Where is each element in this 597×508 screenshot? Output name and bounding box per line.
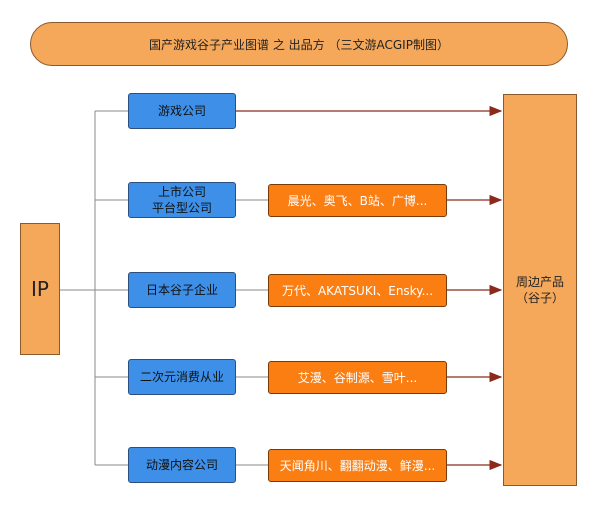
ip-node: IP: [20, 223, 60, 355]
branch-node-anime-content: 动漫内容公司: [128, 447, 236, 483]
sink-line-1: 周边产品: [515, 275, 564, 289]
branch-node-game-company: 游戏公司: [128, 93, 236, 129]
sink-line-2: （谷子）: [515, 291, 564, 305]
detail-node-japan-goods: 万代、AKATSUKI、Ensky...: [268, 274, 447, 307]
detail-node-listed-company: 晨光、奥飞、B站、广博...: [268, 184, 447, 217]
branch-node-acg-consumer: 二次元消费从业: [128, 359, 236, 395]
detail-node-acg-consumer: 艾漫、谷制源、雪叶...: [268, 361, 447, 394]
diagram-title: 国产游戏谷子产业图谱 之 出品方 （三文游ACGIP制图）: [30, 22, 568, 66]
detail-node-anime-content: 天闻角川、翻翻动漫、鲜漫...: [268, 449, 447, 482]
branch-node-listed-company: 上市公司 平台型公司: [128, 182, 236, 218]
sink-node-merchandise: 周边产品 （谷子）: [503, 94, 577, 486]
branch-node-japan-goods: 日本谷子企业: [128, 272, 236, 308]
